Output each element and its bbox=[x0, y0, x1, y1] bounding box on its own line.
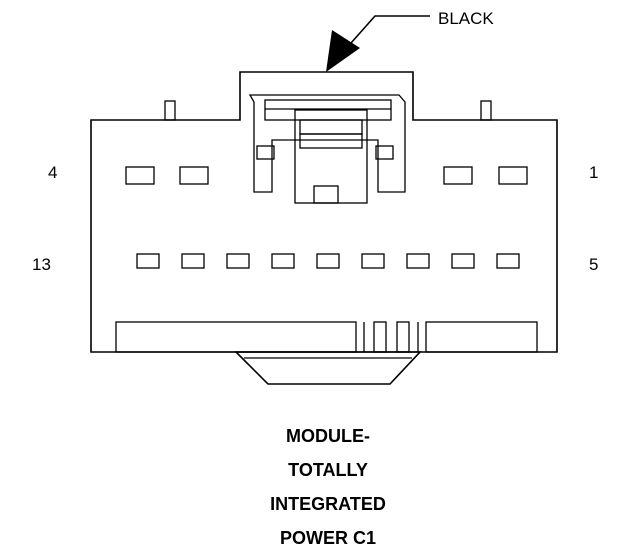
pin-label-top-right: 1 bbox=[589, 163, 598, 182]
callout: BLACK bbox=[326, 9, 494, 72]
left-locating-tab bbox=[164, 100, 176, 121]
cavity bbox=[136, 253, 160, 269]
latch-lever-slot-lower bbox=[299, 133, 363, 149]
bottom-skirt bbox=[234, 351, 422, 385]
cavity bbox=[316, 253, 340, 269]
cavity bbox=[406, 253, 430, 269]
cavity bbox=[226, 253, 250, 269]
pin-label-bottom-right: 5 bbox=[589, 255, 598, 274]
cavity bbox=[443, 166, 473, 185]
right-locating-tab bbox=[480, 100, 492, 121]
connector-outline bbox=[90, 71, 558, 353]
cavity bbox=[496, 253, 520, 269]
callout-label: BLACK bbox=[438, 9, 494, 28]
center-key-left bbox=[373, 321, 387, 353]
latch-lever-tip bbox=[313, 185, 339, 204]
caption-line: POWER C1 bbox=[280, 528, 376, 548]
bottom-keying bbox=[115, 321, 538, 353]
lower-cavity-row bbox=[136, 253, 520, 269]
right-rail bbox=[425, 321, 538, 353]
latch-lever-slot-upper bbox=[299, 119, 363, 135]
latch-outer-frame bbox=[248, 94, 406, 193]
cavity bbox=[271, 253, 295, 269]
latch-side-tab-right bbox=[375, 145, 394, 160]
callout-arrowhead bbox=[326, 30, 360, 72]
caption-line: TOTALLY bbox=[288, 460, 368, 480]
latch-assembly bbox=[248, 94, 406, 204]
upper-cavity-row bbox=[125, 166, 528, 185]
cavity bbox=[361, 253, 385, 269]
skirt-outer bbox=[234, 351, 422, 385]
cavity bbox=[179, 166, 209, 185]
caption-line: INTEGRATED bbox=[270, 494, 386, 514]
connector-body bbox=[90, 71, 558, 353]
latch-side-tab-left bbox=[256, 145, 275, 160]
cavity bbox=[125, 166, 155, 185]
latch-lever-body bbox=[294, 109, 368, 204]
caption: MODULE- TOTALLY INTEGRATED POWER C1 bbox=[270, 426, 386, 548]
callout-leader-line bbox=[342, 15, 430, 53]
cavity bbox=[451, 253, 475, 269]
cavity bbox=[498, 166, 528, 185]
cavity bbox=[181, 253, 205, 269]
center-key-right bbox=[396, 321, 410, 353]
pin-label-top-left: 4 bbox=[48, 163, 57, 182]
left-rail bbox=[115, 321, 357, 353]
pin-labels: 4 1 13 5 bbox=[32, 163, 598, 274]
pin-label-bottom-left: 13 bbox=[32, 255, 51, 274]
caption-line: MODULE- bbox=[286, 426, 370, 446]
